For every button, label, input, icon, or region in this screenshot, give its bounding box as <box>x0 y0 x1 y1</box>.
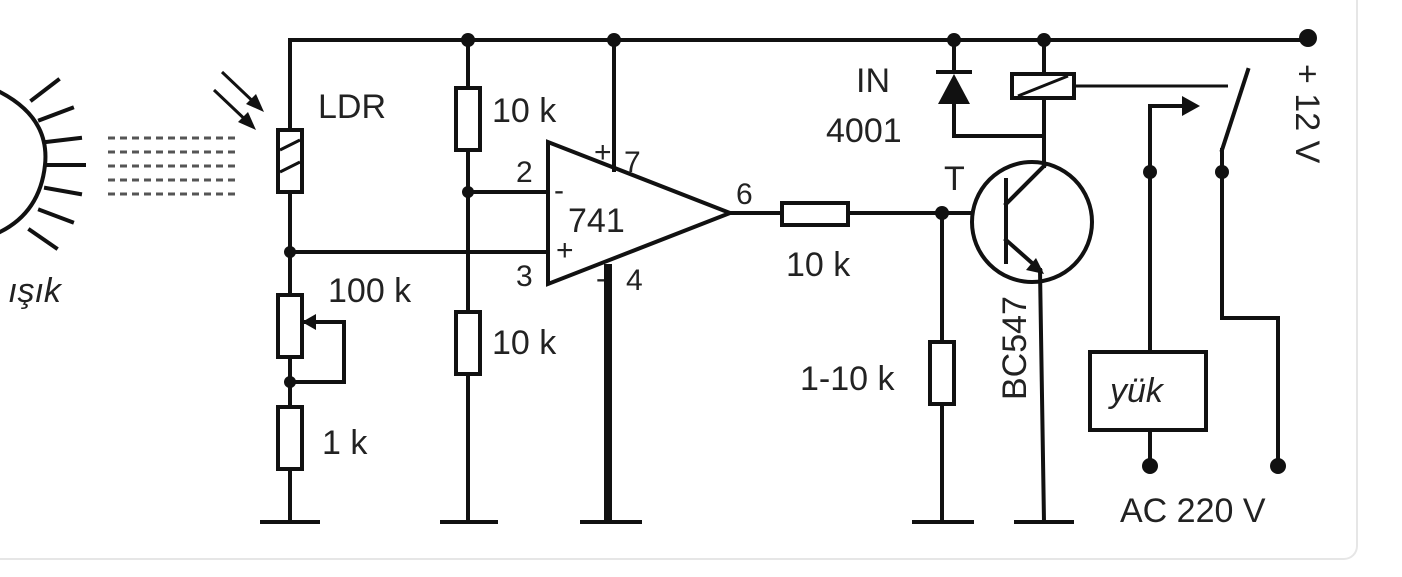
plus-top-label: + <box>594 136 612 169</box>
pin-3-label: 3 <box>516 260 533 293</box>
load-label: yük <box>1108 372 1165 410</box>
resistor-1-10k-label: 1-10 k <box>800 360 895 398</box>
light-label: ışık <box>8 272 63 310</box>
supply-label: + 12 V <box>1288 64 1326 164</box>
resistor-10k-top-label: 10 k <box>492 92 557 130</box>
resistor-1-10k <box>928 340 956 406</box>
resistor-10k-mid <box>454 310 482 376</box>
diode-label-b: 4001 <box>826 112 902 150</box>
image-frame <box>0 0 1358 560</box>
light-beam <box>108 136 240 196</box>
transistor-bc547 <box>970 160 1094 284</box>
pot-100k <box>276 293 304 359</box>
resistor-10k-mid-label: 10 k <box>492 324 557 362</box>
resistor-1k <box>276 405 304 471</box>
pot-label: 100 k <box>328 272 412 310</box>
opamp-741 <box>546 139 736 287</box>
minus-in-label: - <box>554 174 564 207</box>
pin-7-label: 7 <box>624 146 641 179</box>
pin-6-label: 6 <box>736 178 753 211</box>
resistor-10k-base <box>780 201 850 227</box>
diode-label-a: IN <box>856 62 890 100</box>
resistor-1k-label: 1 k <box>322 424 368 462</box>
ac-label: AC 220 V <box>1120 492 1266 530</box>
transistor-label: BC547 <box>996 296 1034 400</box>
pin-4-label: 4 <box>626 264 643 297</box>
relay-switch <box>1219 67 1251 153</box>
diode-icon <box>938 74 970 104</box>
supply-terminal <box>1299 29 1317 47</box>
opamp-label: 741 <box>568 202 625 240</box>
light-arrows-icon <box>212 70 264 130</box>
ldr-label: LDR <box>318 88 386 126</box>
resistor-10k-top <box>454 86 482 152</box>
pin-2-label: 2 <box>516 156 533 189</box>
light-bulb-icon <box>0 77 86 251</box>
resistor-10k-base-label: 10 k <box>786 246 851 284</box>
switch-contact-arrow-icon <box>1182 96 1200 116</box>
plus-in-label: + <box>556 234 574 267</box>
minus-bottom-label: - <box>596 262 606 295</box>
transistor-t-label: T <box>944 160 965 198</box>
